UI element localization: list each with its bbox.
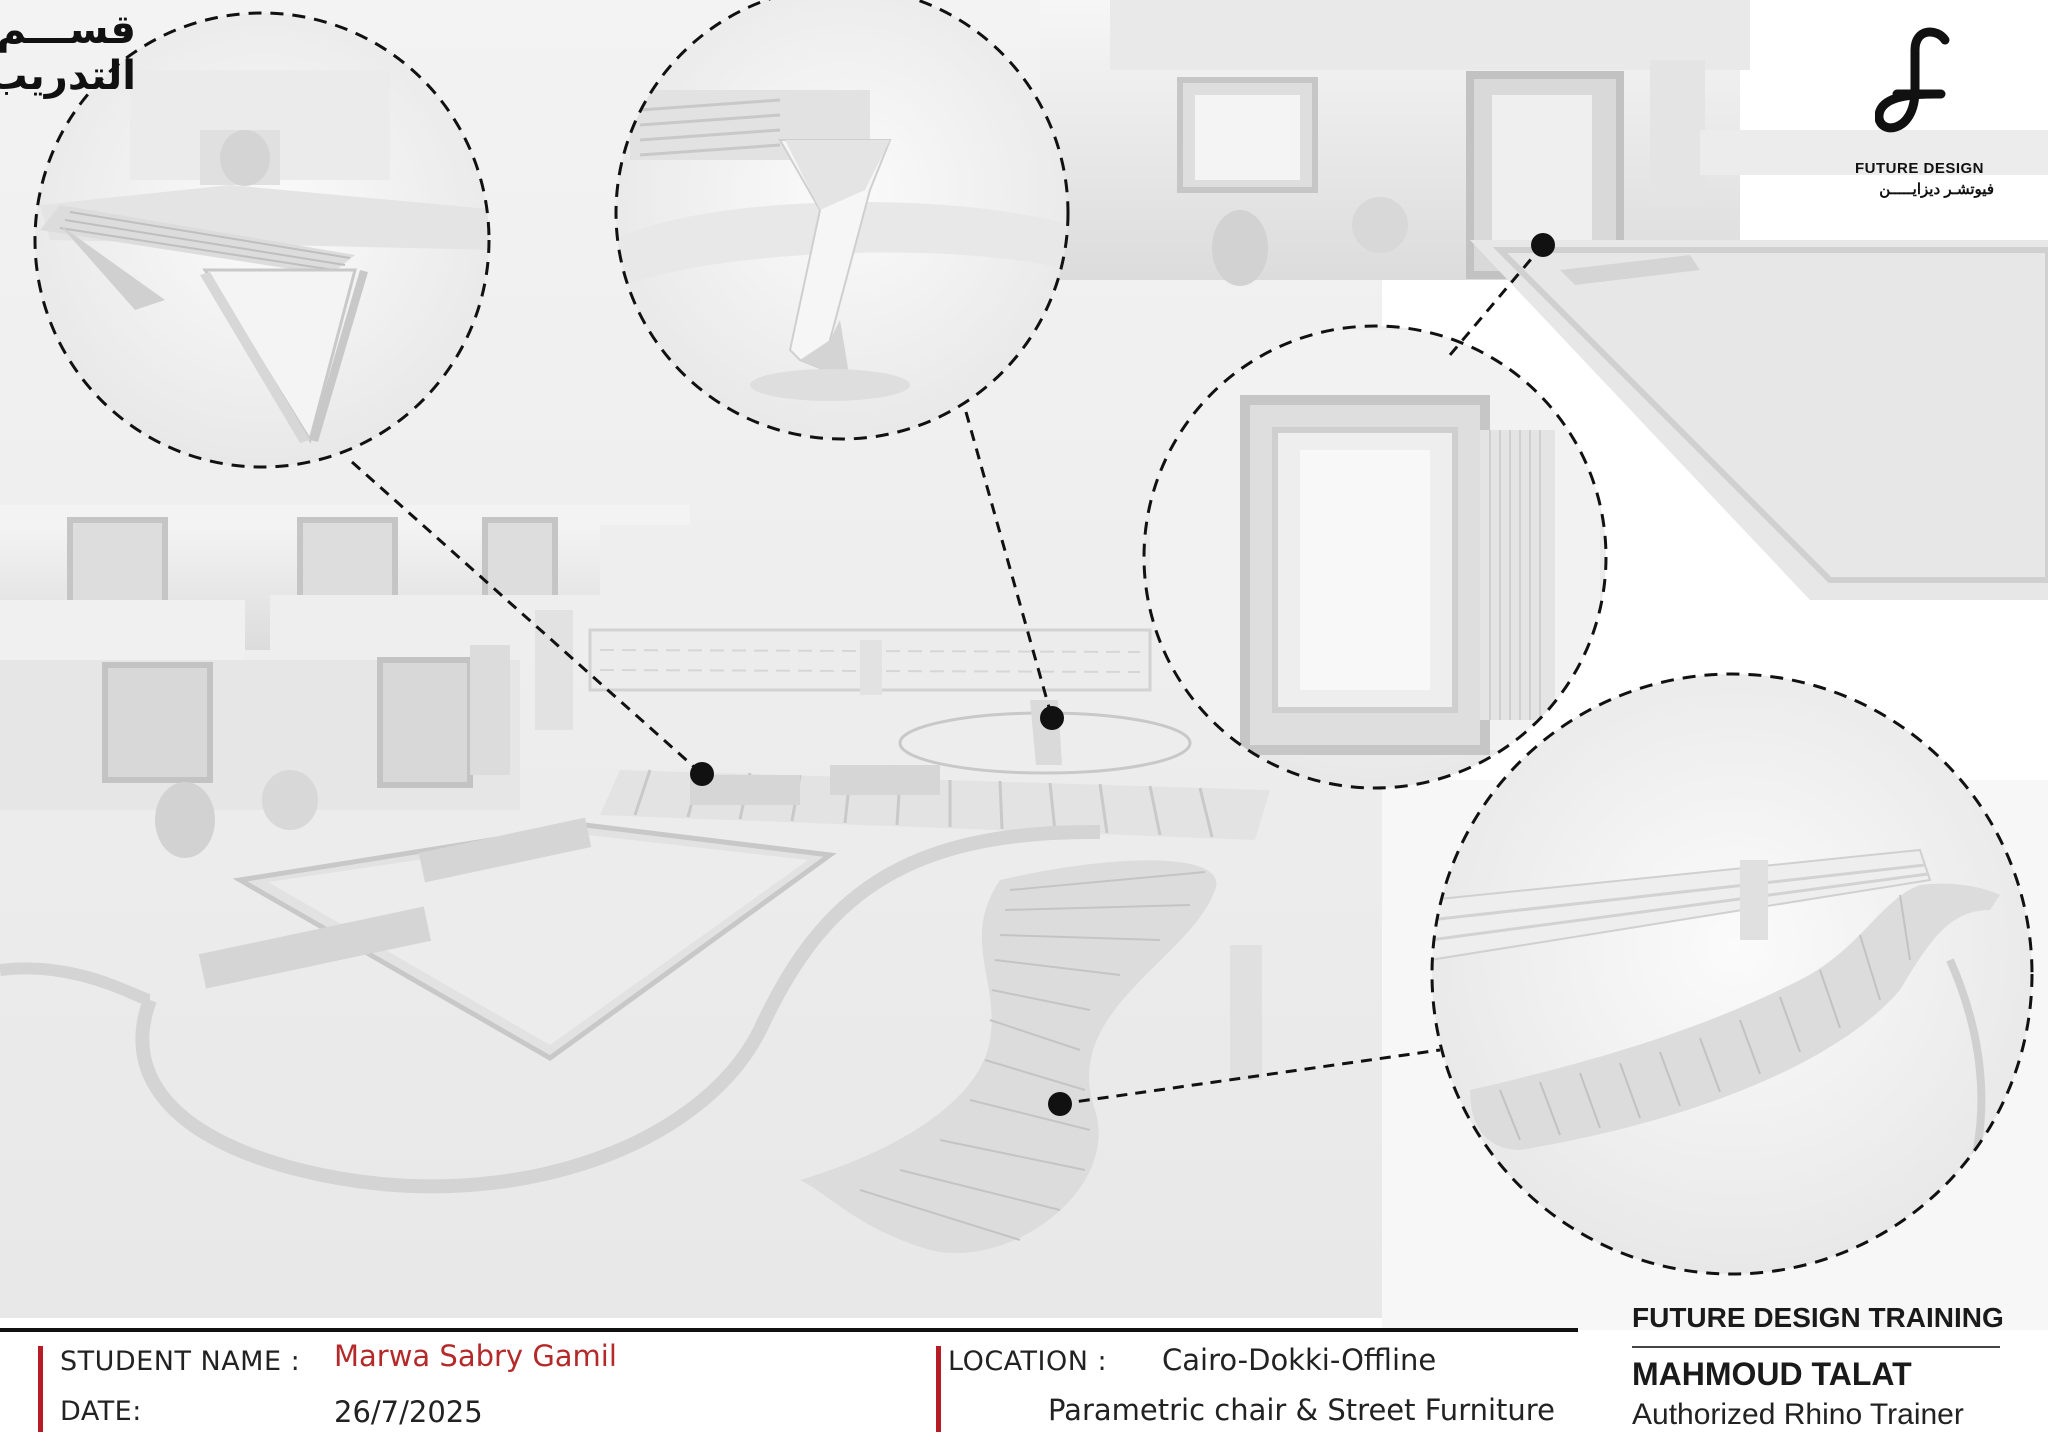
- arabic-title-line2: التدريب: [0, 53, 136, 99]
- date-label: DATE:: [60, 1396, 142, 1427]
- detail-circle-parametric-bench: [1430, 672, 2034, 1276]
- render-scene: [0, 0, 2048, 1318]
- accent-bar-middle: [936, 1346, 941, 1432]
- trainer-name: MAHMOUD TALAT: [1632, 1356, 1912, 1392]
- student-name-label: STUDENT NAME :: [60, 1346, 301, 1377]
- logo-name-en: FUTURE DESIGN: [1855, 160, 1985, 177]
- callout-leaders: [351, 244, 1545, 1106]
- fd-monogram-icon: [1875, 27, 1950, 133]
- brand-title: FUTURE DESIGN TRAINING: [1632, 1302, 2004, 1333]
- detail-circle-window: [1142, 324, 1608, 790]
- date-value: 26/7/2025: [334, 1395, 483, 1429]
- location-label: LOCATION :: [948, 1346, 1108, 1377]
- callout-dots: [690, 233, 1555, 1116]
- footer-divider: [0, 1328, 1578, 1332]
- logo-name-ar: فيوتشـر ديزايـــــن: [1879, 181, 1994, 198]
- project-title: Parametric chair & Street Furniture: [1048, 1393, 1555, 1427]
- student-name-value: Marwa Sabry Gamil: [334, 1339, 617, 1373]
- detail-circle-column: [614, 0, 1070, 441]
- detail-circle-bench: [33, 11, 491, 469]
- arabic-title-line1: قســـم: [0, 7, 136, 53]
- accent-bar-left: [38, 1346, 43, 1432]
- location-value: Cairo-Dokki-Offline: [1162, 1343, 1437, 1377]
- trainer-role: Authorized Rhino Trainer: [1632, 1398, 1964, 1431]
- brand-divider: [1632, 1346, 2000, 1348]
